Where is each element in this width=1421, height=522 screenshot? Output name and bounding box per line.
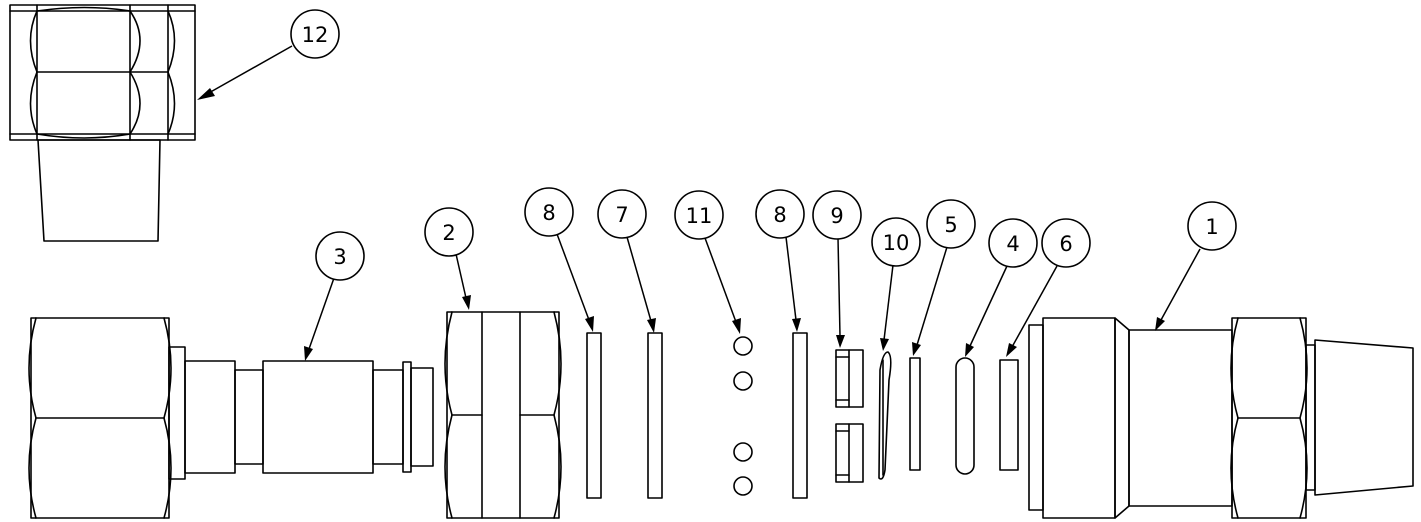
part-6-ring xyxy=(999,359,1019,471)
callout-4-label: 4 xyxy=(1006,232,1019,256)
leader-12 xyxy=(197,45,293,100)
leader-10 xyxy=(880,264,894,351)
callout-11-label: 11 xyxy=(686,204,713,228)
leader-9 xyxy=(836,237,845,348)
callout-6-label: 6 xyxy=(1059,232,1072,256)
callout-5: 5 xyxy=(926,199,976,249)
callout-6: 6 xyxy=(1041,218,1091,268)
leader-5 xyxy=(912,246,948,356)
part-8-washer-left xyxy=(586,332,602,499)
leader-2 xyxy=(455,253,471,310)
callout-2-label: 2 xyxy=(442,221,455,245)
part-11-balls xyxy=(733,336,753,496)
leader-6 xyxy=(1006,265,1058,357)
callout-12-label: 12 xyxy=(302,23,329,47)
callout-11: 11 xyxy=(674,190,724,240)
part-10-spring-clip xyxy=(878,351,892,480)
leader-3 xyxy=(304,277,335,361)
callout-7-label: 7 xyxy=(615,203,628,227)
leader-4 xyxy=(965,265,1008,357)
callout-3-label: 3 xyxy=(333,245,346,269)
callout-10-label: 10 xyxy=(883,231,910,255)
callout-8a-label: 8 xyxy=(542,201,555,225)
part-4-o-ring xyxy=(955,357,975,475)
part-2-double-hex-nut xyxy=(444,311,562,519)
callout-9-label: 9 xyxy=(830,204,843,228)
leader-7 xyxy=(626,236,656,333)
leader-8a xyxy=(556,233,594,332)
callout-1-label: 1 xyxy=(1205,215,1218,239)
callout-2: 2 xyxy=(424,207,474,257)
part-8-washer-right xyxy=(792,332,808,499)
leader-1 xyxy=(1155,248,1201,331)
callout-5-label: 5 xyxy=(944,213,957,237)
callout-9: 9 xyxy=(812,190,862,240)
callout-8a: 8 xyxy=(524,187,574,237)
callout-10: 10 xyxy=(871,217,921,267)
callout-3: 3 xyxy=(315,231,365,281)
leader-8b xyxy=(785,236,801,332)
part-3-nut-with-stem xyxy=(28,317,434,519)
callout-1: 1 xyxy=(1187,201,1237,251)
part-7-washer xyxy=(647,332,663,499)
callout-8b-label: 8 xyxy=(773,203,786,227)
part-1-fitting-body xyxy=(1028,317,1414,519)
callout-8b: 8 xyxy=(755,189,805,239)
part-12-hex-fitting xyxy=(9,4,196,242)
part-9-split-sleeves xyxy=(835,349,864,483)
part-5-ring xyxy=(909,357,921,471)
leader-11 xyxy=(704,237,741,334)
callout-4: 4 xyxy=(988,218,1038,268)
callout-7: 7 xyxy=(597,189,647,239)
callout-12: 12 xyxy=(290,9,340,59)
